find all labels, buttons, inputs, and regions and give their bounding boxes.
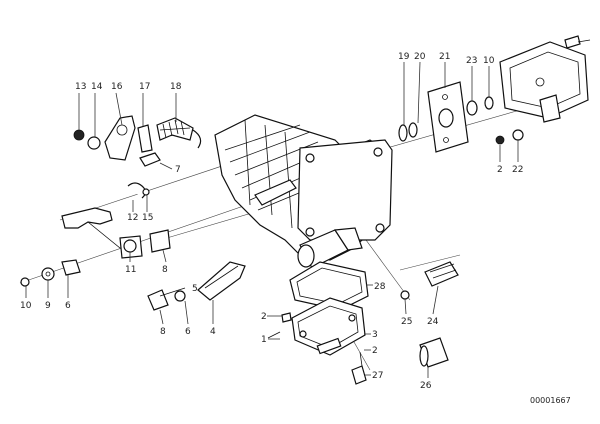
callout-14: 14	[91, 82, 103, 92]
callout-7: 7	[175, 165, 181, 175]
callout-6-lower: 6	[185, 327, 191, 337]
callout-8-upper: 8	[162, 265, 168, 275]
callout-23: 23	[466, 56, 477, 66]
callout-26: 26	[420, 381, 432, 391]
lower-screws	[267, 312, 367, 385]
callout-2-left: 2	[261, 312, 267, 322]
throttle-rod-parts	[147, 261, 246, 311]
callout-1: 1	[261, 335, 267, 345]
callout-17: 17	[139, 82, 150, 92]
callout-18: 18	[170, 82, 182, 92]
callout-6-left: 6	[65, 301, 71, 311]
right-side-parts	[398, 35, 591, 153]
callout-19: 19	[398, 52, 410, 62]
callout-11: 11	[125, 265, 136, 275]
callout-10-top: 10	[483, 56, 495, 66]
callout-16: 16	[111, 82, 123, 92]
callout-25: 25	[401, 317, 412, 327]
callout-5: 5	[192, 284, 198, 294]
callout-27: 27	[372, 371, 383, 381]
callout-15: 15	[142, 213, 153, 223]
callout-22: 22	[512, 165, 523, 175]
callout-21: 21	[439, 52, 450, 62]
callout-12: 12	[127, 213, 138, 223]
upper-linkage-parts	[73, 115, 202, 167]
callout-3: 3	[372, 330, 378, 340]
callout-24: 24	[427, 317, 439, 327]
callout-4: 4	[210, 327, 216, 337]
gasket	[289, 261, 369, 311]
spring-clip	[127, 182, 150, 199]
leader-lines	[25, 61, 519, 378]
catalog-number: 00001667	[530, 396, 571, 405]
callout-10-left: 10	[20, 301, 32, 311]
lever-bracket	[61, 207, 171, 259]
lower-right-parts	[400, 261, 459, 368]
callout-20: 20	[414, 52, 426, 62]
housing-cover	[291, 297, 366, 356]
callout-9: 9	[45, 301, 51, 311]
callout-28: 28	[374, 282, 386, 292]
callout-13: 13	[75, 82, 86, 92]
callout-labels: 13 14 16 17 18 7 12 15 19 20 21 23 10 2 …	[20, 52, 523, 391]
callout-2-lower: 2	[372, 346, 378, 356]
callout-8-lower: 8	[160, 327, 166, 337]
callout-2-right: 2	[497, 165, 503, 175]
throttle-housing	[214, 114, 393, 269]
left-washers	[20, 259, 81, 287]
